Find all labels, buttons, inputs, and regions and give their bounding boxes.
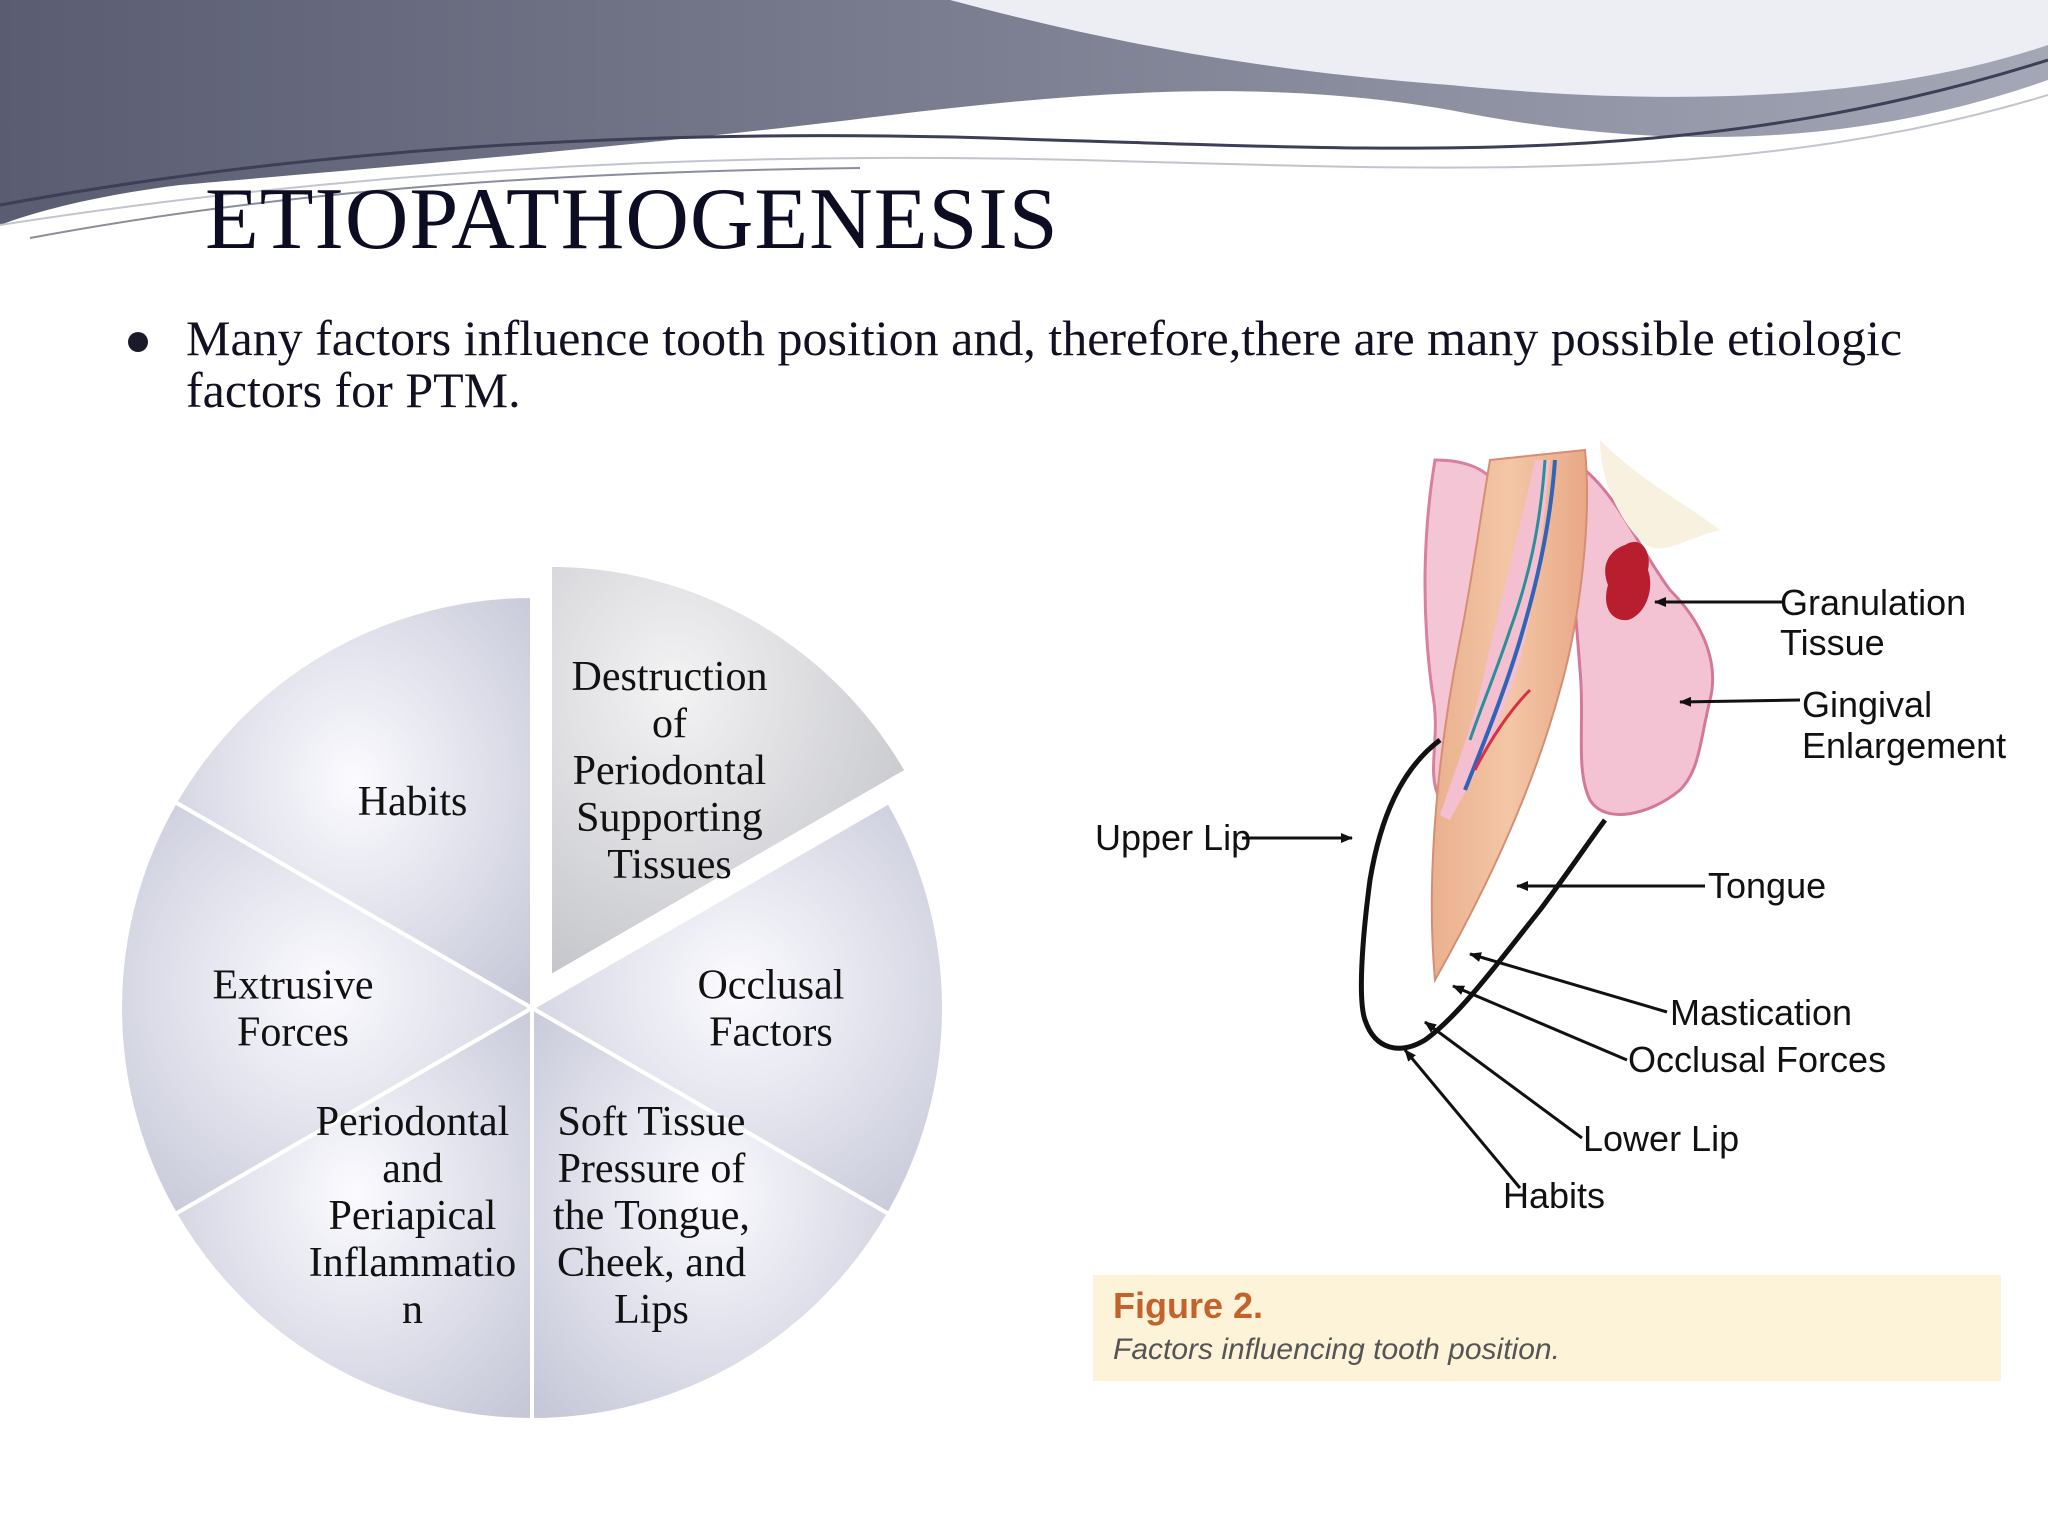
lower-lip-arrow	[1424, 1020, 1583, 1140]
lower-lip-label: Lower Lip	[1583, 1118, 1739, 1159]
blood-vessel-teal	[1468, 459, 1547, 741]
gingival-label-line1: Gingival	[1802, 684, 1932, 725]
granulation-tissue-blob	[1605, 541, 1651, 621]
gingival-enlargement-shape	[1571, 467, 1715, 816]
lip-outline	[1358, 738, 1608, 1051]
pie-slice-habits	[172, 593, 534, 1012]
pie-slice-soft-tissue-pressure-of-the-tongue-cheek-and-lips	[530, 1004, 892, 1423]
bullet-dot	[128, 332, 148, 352]
page-title: ETIOPATHOGENESIS	[205, 171, 1059, 268]
upper-lip-label: Upper Lip	[1095, 817, 1251, 858]
tongue-label: Tongue	[1708, 865, 1826, 906]
mastication-arrow	[1469, 952, 1668, 1014]
bullet-text: Many factors influence tooth position an…	[186, 310, 1903, 418]
figure-title: Figure 2.	[1113, 1285, 1264, 1326]
occlusal-forces-label: Occlusal Forces	[1628, 1039, 1886, 1080]
granulation-label-line2: Tissue	[1780, 622, 1885, 663]
habits-label: Habits	[1503, 1175, 1605, 1216]
pie-slice-destruction-of-periodontal-supporting-tissues	[548, 562, 910, 981]
figure-caption: Factors influencing tooth position.	[1113, 1333, 1560, 1366]
pulp-canal	[1440, 460, 1550, 820]
blood-vessel-red	[1473, 688, 1532, 771]
blood-vessel-blue	[1463, 459, 1557, 791]
header-swoosh	[0, 0, 2048, 239]
pie-slice-occlusal-factors	[528, 799, 946, 1217]
tooth-position-diagram: Granulation Tissue Gingival Enlargement …	[1095, 440, 2006, 1216]
habits-arrow	[1403, 1049, 1522, 1189]
pie-slice-periodontal-and-periapical-inflammation	[172, 1004, 534, 1423]
figure-caption-box: Figure 2. Factors influencing tooth posi…	[1093, 1275, 2001, 1381]
granulation-label-line1: Granulation	[1780, 582, 1966, 623]
gingival-label-line2: Enlargement	[1802, 725, 2006, 766]
bone-shape	[1600, 440, 1720, 549]
gingival-arrow	[1679, 696, 1801, 707]
occlusal-forces-arrow	[1452, 984, 1628, 1062]
mastication-label: Mastication	[1670, 992, 1852, 1033]
pie-slice-extrusive-forces	[118, 799, 537, 1217]
pie-label-habits: Habits	[358, 779, 468, 825]
